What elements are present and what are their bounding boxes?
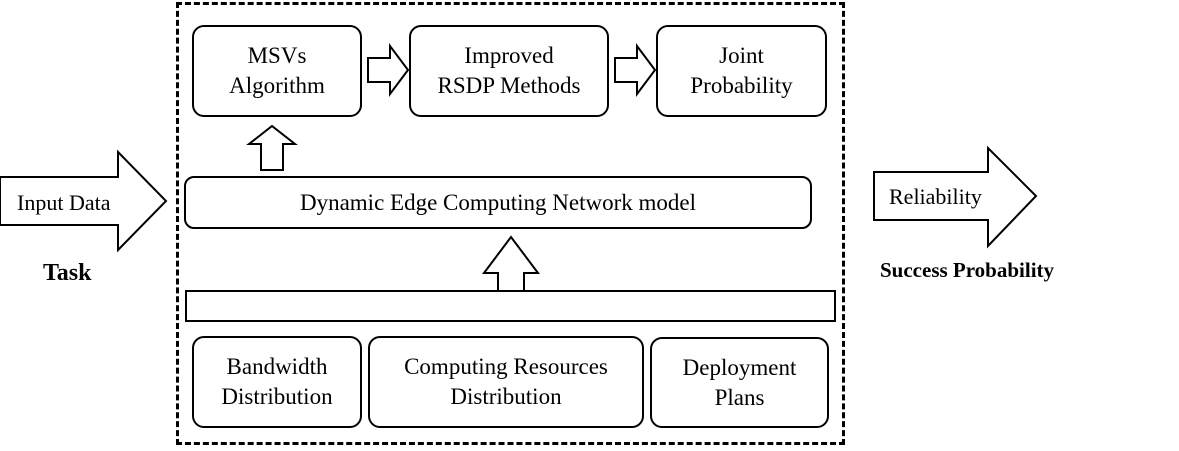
reliability-label: Reliability: [889, 184, 982, 209]
bandwidth-line-1: Bandwidth: [226, 354, 328, 379]
msvs-algorithm-box: MSVs Algorithm: [192, 25, 362, 117]
joint-probability-line-2: Probability: [690, 73, 793, 98]
joint-probability-box: Joint Probability: [656, 25, 827, 117]
improved-rsdp-line-2: RSDP Methods: [437, 73, 581, 98]
msvs-algorithm-line-2: Algorithm: [229, 73, 325, 98]
system-boundary: [176, 2, 845, 445]
arrow-msvs-to-rsdp: [367, 43, 410, 97]
deployment-plans-box: Deployment Plans: [650, 337, 829, 428]
success-probability-label: Success Probability: [880, 258, 1055, 282]
bandwidth-line-2: Distribution: [221, 384, 333, 409]
network-model-label: Dynamic Edge Computing Network model: [299, 189, 697, 215]
improved-rsdp-box: Improved RSDP Methods: [409, 25, 609, 117]
arrow-platform-to-model: [482, 235, 540, 294]
arrow-model-to-msvs: [246, 124, 298, 171]
improved-rsdp-line-1: Improved: [464, 43, 554, 68]
computing-resources-box: Computing Resources Distribution: [368, 336, 644, 428]
deployment-line-1: Deployment: [682, 354, 797, 380]
joint-probability-line-1: Joint: [719, 43, 764, 68]
platform-bar: [185, 290, 836, 322]
msvs-algorithm-line-1: MSVs: [247, 43, 307, 68]
bandwidth-distribution-box: Bandwidth Distribution: [192, 336, 362, 428]
deployment-line-2: Plans: [714, 384, 765, 410]
network-model-box: Dynamic Edge Computing Network model: [184, 176, 812, 229]
arrow-rsdp-to-joint: [614, 43, 657, 97]
task-label: Task: [43, 260, 92, 286]
computing-resources-line-1: Computing Resources: [404, 354, 608, 379]
reliability-arrow: [873, 145, 1038, 249]
computing-resources-line-2: Distribution: [450, 384, 562, 409]
input-data-arrow: [0, 149, 168, 253]
input-data-label: Input Data: [17, 190, 111, 215]
